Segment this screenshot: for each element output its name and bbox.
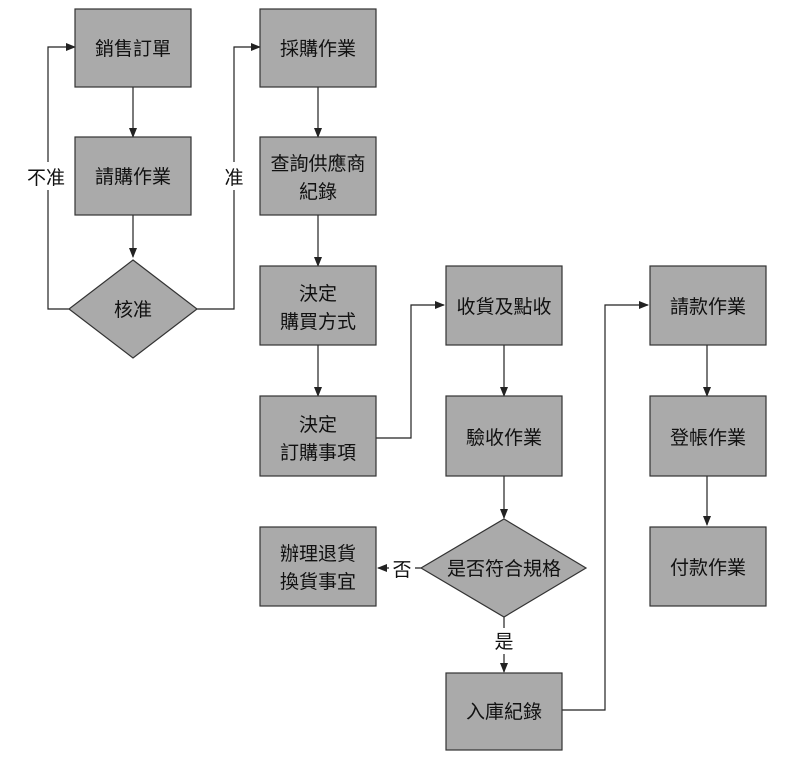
node-decide-order: 決定 訂購事項 xyxy=(259,395,377,477)
node-query-supplier-line2: 紀錄 xyxy=(299,181,337,203)
edge-decide-order-to-receive xyxy=(376,301,445,439)
node-query-supplier: 查詢供應商 紀錄 xyxy=(259,136,377,216)
node-inspection: 驗收作業 xyxy=(445,395,563,477)
node-decide-method-line2: 購買方式 xyxy=(280,311,356,333)
node-approve: 核准 xyxy=(68,259,198,359)
node-payment-request-label: 請款作業 xyxy=(670,296,746,318)
node-spec-check: 是否符合規格 xyxy=(419,518,588,618)
label-bg-not-approved xyxy=(20,162,72,190)
edge-label-no: 否 xyxy=(392,559,411,581)
edge-labels: 不准 准 否 是 xyxy=(20,162,514,653)
node-warehouse-record: 入庫紀錄 xyxy=(445,672,563,751)
label-bg-no xyxy=(389,556,415,582)
edge-label-approved: 准 xyxy=(224,167,243,189)
edge-label-not-approved: 不准 xyxy=(27,167,65,189)
node-receive-count: 收貨及點收 xyxy=(445,265,563,346)
node-decide-method: 決定 購買方式 xyxy=(259,265,377,346)
node-bookkeeping-label: 登帳作業 xyxy=(670,427,746,449)
node-spec-check-label: 是否符合規格 xyxy=(447,558,561,580)
node-approve-label: 核准 xyxy=(114,299,152,321)
node-return-goods-line2: 換貨事宜 xyxy=(280,571,356,593)
node-payment-label: 付款作業 xyxy=(670,557,746,579)
node-payment-request: 請款作業 xyxy=(649,265,767,346)
node-purchasing-label: 採購作業 xyxy=(280,38,356,60)
node-return-goods-line1: 辦理退貨 xyxy=(280,543,356,565)
node-decide-order-line1: 決定 xyxy=(299,414,337,436)
node-decide-method-line1: 決定 xyxy=(299,283,337,305)
node-bookkeeping: 登帳作業 xyxy=(649,395,767,477)
node-payment: 付款作業 xyxy=(649,526,767,607)
node-sales-order-label: 銷售訂單 xyxy=(95,38,171,60)
edge-label-yes: 是 xyxy=(494,631,513,653)
node-decide-order-line2: 訂購事項 xyxy=(280,442,356,464)
node-inspection-label: 驗收作業 xyxy=(466,427,542,449)
node-warehouse-record-label: 入庫紀錄 xyxy=(466,701,542,723)
node-return-goods: 辦理退貨 換貨事宜 xyxy=(259,526,377,607)
node-receive-count-label: 收貨及點收 xyxy=(456,296,551,318)
edge-warehouse-to-payment-request xyxy=(562,301,649,711)
node-requisition: 請購作業 xyxy=(74,136,192,216)
node-purchasing: 採購作業 xyxy=(259,8,377,88)
node-query-supplier-line1: 查詢供應商 xyxy=(270,152,365,175)
node-sales-order: 銷售訂單 xyxy=(74,8,192,88)
node-requisition-label: 請購作業 xyxy=(95,166,171,188)
label-bg-approved xyxy=(220,162,248,190)
